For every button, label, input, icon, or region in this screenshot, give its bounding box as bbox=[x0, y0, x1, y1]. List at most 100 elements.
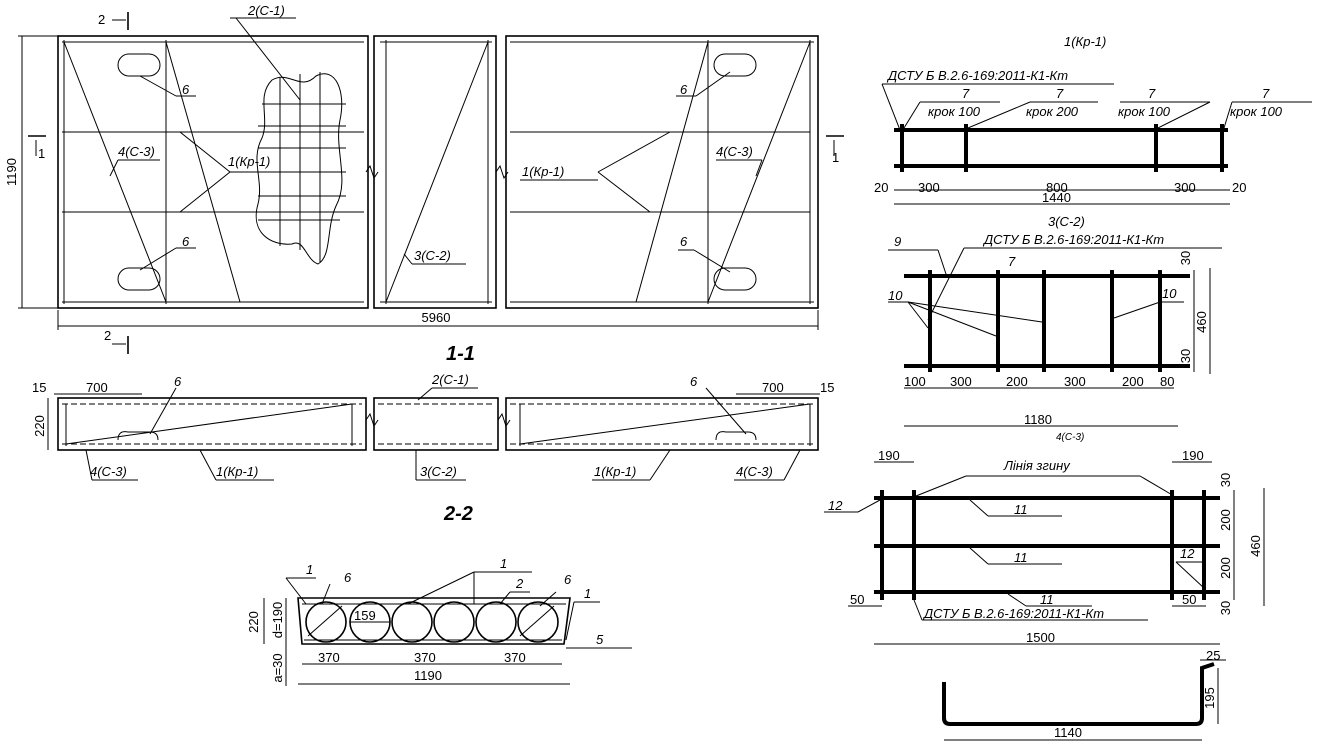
kr1-step-100-c: крок 100 bbox=[1230, 104, 1283, 119]
c3-bar-11-a: 11 bbox=[1014, 502, 1028, 517]
c3-dim-30-top: 30 bbox=[1218, 473, 1233, 487]
kr1-total: 1440 bbox=[1042, 190, 1071, 205]
plan-callout-kr1-right: 1(Кр-1) bbox=[522, 164, 564, 179]
section-1-1-title: 1-1 bbox=[446, 343, 475, 365]
void-3 bbox=[391, 601, 433, 643]
c2-dim-2: 200 bbox=[1006, 374, 1028, 389]
kr1-dim-0: 20 bbox=[874, 180, 888, 195]
sec11-callout-c3-left: 4(С-3) bbox=[90, 464, 127, 479]
c3-standard: ДСТУ Б В.2.6-169:2011-К1-Кт bbox=[922, 606, 1104, 621]
c2-dim-5: 80 bbox=[1160, 374, 1174, 389]
kr1-step-100-a: крок 100 bbox=[928, 104, 981, 119]
sec11-callout-c3-right: 4(С-3) bbox=[736, 464, 773, 479]
kr1-bar-7-a: 7 bbox=[962, 86, 970, 101]
plan-section-1-left: 1 bbox=[38, 146, 45, 161]
c3-dim-200-top: 200 bbox=[1218, 509, 1233, 531]
section-2-2-title: 2-2 bbox=[443, 503, 473, 525]
plan-left-panel bbox=[57, 35, 369, 309]
c3-bar-12-left: 12 bbox=[828, 498, 843, 513]
plan-callout-6-right-bottom: 6 bbox=[680, 234, 688, 249]
sec11-dim-15-left: 15 bbox=[32, 380, 46, 395]
kr1-bar-7-b: 7 bbox=[1056, 86, 1064, 101]
c3-detail: 4(С-3) 190 190 Лінія згину 12 11 11 12 1… bbox=[824, 432, 1265, 645]
c2-dim-3: 300 bbox=[1064, 374, 1086, 389]
plan-view: 1190 5960 2 2 1 1 2(С-1) 1(Кр- bbox=[4, 3, 844, 354]
kr1-detail: 1(Кр-1) ДСТУ Б В.2.6-169:2011-К1-Кт 7 кр… bbox=[874, 34, 1312, 205]
kr1-step-200: крок 200 bbox=[1026, 104, 1079, 119]
kr1-step-100-b: крок 100 bbox=[1118, 104, 1171, 119]
plan-lifting-loops bbox=[117, 53, 757, 291]
plan-callout-c2: 3(С-2) bbox=[414, 248, 451, 263]
plan-callout-6-left-bottom: 6 bbox=[182, 234, 190, 249]
bent-dim-25: 25 bbox=[1206, 648, 1220, 663]
kr1-dim-3: 300 bbox=[1174, 180, 1196, 195]
sec11-callout-c1: 2(С-1) bbox=[431, 372, 469, 387]
c2-dim-30-bottom: 30 bbox=[1178, 349, 1193, 363]
kr1-dim-4: 20 bbox=[1232, 180, 1246, 195]
c3-dim-50-right: 50 bbox=[1182, 592, 1196, 607]
plan-callout-c3-left: 4(С-3) bbox=[118, 144, 155, 159]
c3-dim-190-left: 190 bbox=[878, 448, 900, 463]
kr1-dim-2: 800 bbox=[1046, 180, 1068, 195]
sec22-callout-5: 5 bbox=[596, 632, 604, 647]
sec22-callout-1-right: 1 bbox=[584, 586, 591, 601]
void-6 bbox=[517, 601, 559, 643]
plan-section-2-top: 2 bbox=[98, 12, 105, 27]
c3-total: 1500 bbox=[1026, 630, 1055, 645]
plan-dim-length: 5960 bbox=[422, 310, 451, 325]
plan-section-2-bottom: 2 bbox=[104, 328, 111, 343]
sec22-dim-220: 220 bbox=[246, 611, 261, 633]
sec11-callout-6-right: 6 bbox=[690, 374, 698, 389]
c3-bar-11-b: 11 bbox=[1014, 550, 1028, 565]
plan-dim-height: 1190 bbox=[4, 158, 19, 186]
sec11-callout-kr1-left: 1(Кр-1) bbox=[216, 464, 258, 479]
kr1-title: 1(Кр-1) bbox=[1064, 34, 1106, 49]
c3-bend-line: Лінія згину bbox=[1003, 458, 1071, 473]
c2-total: 1180 bbox=[1024, 412, 1052, 427]
sec22-dim-d: d=190 bbox=[270, 602, 285, 639]
c2-dim-1: 300 bbox=[950, 374, 972, 389]
c2-dim-0: 100 bbox=[904, 374, 926, 389]
sec22-callout-2: 2 bbox=[515, 576, 524, 591]
sec22-callout-6-left: 6 bbox=[344, 570, 352, 585]
section-1-1: 1-1 15 700 700 15 220 6 6 2( bbox=[32, 343, 834, 481]
sec11-dim-15-right: 15 bbox=[820, 380, 834, 395]
c3-bar-11-c: 11 bbox=[1040, 592, 1054, 607]
sec11-dim-220: 220 bbox=[32, 415, 47, 437]
bent-bar-detail: 25 195 1140 bbox=[942, 648, 1226, 741]
bent-dim-1140: 1140 bbox=[1054, 725, 1082, 740]
plan-break-marks bbox=[365, 164, 509, 180]
c2-standard: ДСТУ Б В.2.6-169:2011-К1-Кт bbox=[982, 232, 1164, 247]
sec22-callout-1-left: 1 bbox=[306, 562, 313, 577]
c2-bar-10-left: 10 bbox=[888, 288, 903, 303]
sec22-callout-6-right: 6 bbox=[564, 572, 572, 587]
c2-title: 3(С-2) bbox=[1048, 214, 1085, 229]
kr1-bar-7-c: 7 bbox=[1148, 86, 1156, 101]
c2-dim-4: 200 bbox=[1122, 374, 1144, 389]
plan-callout-6-right-top: 6 bbox=[680, 82, 688, 97]
kr1-standard: ДСТУ Б В.2.6-169:2011-К1-Кт bbox=[886, 68, 1068, 83]
sec11-callout-6-left: 6 bbox=[174, 374, 182, 389]
c3-dim-200-bottom: 200 bbox=[1218, 557, 1233, 579]
kr1-bar-7-d: 7 bbox=[1262, 86, 1270, 101]
void-5 bbox=[475, 601, 517, 643]
sec11-callout-kr1-right: 1(Кр-1) bbox=[594, 464, 636, 479]
c3-dim-50-left: 50 bbox=[850, 592, 864, 607]
sec22-dim-370-c: 370 bbox=[504, 650, 526, 665]
plan-callout-c1: 2(С-1) bbox=[247, 3, 285, 18]
plan-inner-bars bbox=[62, 40, 814, 304]
plan-callout-c3-right: 4(С-3) bbox=[716, 144, 753, 159]
void-4 bbox=[433, 601, 475, 643]
c3-bar-12-right: 12 bbox=[1180, 546, 1195, 561]
sec22-dim-370-b: 370 bbox=[414, 650, 436, 665]
plan-callout-6-left-top: 6 bbox=[182, 82, 190, 97]
c3-dim-30-bottom: 30 bbox=[1218, 601, 1233, 615]
c3-title: 4(С-3) bbox=[1056, 432, 1084, 443]
plan-section-markers: 2 2 1 1 bbox=[28, 12, 844, 354]
c2-dim-30-top: 30 bbox=[1178, 251, 1193, 265]
sec22-dim-159: 159 bbox=[354, 608, 376, 623]
sec22-dim-1190: 1190 bbox=[414, 668, 442, 683]
c2-detail: 3(С-2) ДСТУ Б В.2.6-169:2011-К1-Кт 9 7 1… bbox=[888, 214, 1222, 427]
c2-bar-10-right: 10 bbox=[1162, 286, 1177, 301]
